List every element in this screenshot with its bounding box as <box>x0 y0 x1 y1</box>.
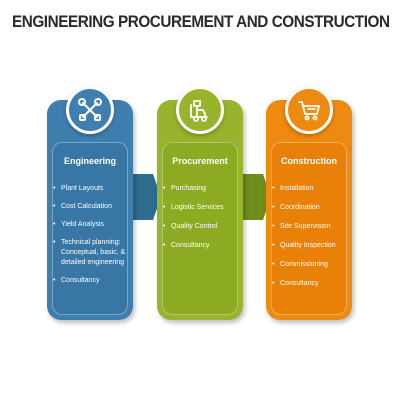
page-title: ENGINEERING PROCUREMENT AND CONSTRUCTION <box>12 12 390 31</box>
tools-icon <box>66 86 114 134</box>
stage-heading: Procurement <box>172 156 228 166</box>
list-item: Commissioning <box>272 260 348 270</box>
stage-item-list: Plant Layouts Cost Calculation Yield Ana… <box>53 184 129 294</box>
stage-item-list: Installation Coordination Site Supervisi… <box>272 184 348 298</box>
list-item: Logistic Services <box>163 203 239 213</box>
list-item: Yield Analysis <box>53 220 129 230</box>
list-item: Quality Inspection <box>272 241 348 251</box>
list-item: Plant Layouts <box>53 184 129 194</box>
stage-heading: Engineering <box>63 156 116 166</box>
list-item: Consultancy <box>272 279 348 289</box>
stage-card-engineering: Engineering Plant Layouts Cost Calculati… <box>47 86 133 320</box>
list-item: Purchasing <box>163 184 239 194</box>
connector-arrow-2 <box>241 174 271 220</box>
stage-heading: Construction <box>281 156 337 166</box>
list-item: Consultancy <box>53 276 129 286</box>
list-item: Technical planning: Conceptual, basic, &… <box>53 238 129 268</box>
list-item: Site Supervision <box>272 222 348 232</box>
stage-card-procurement: Procurement Purchasing Logistic Services… <box>157 86 243 320</box>
list-item: Coordination <box>272 203 348 213</box>
stage-item-list: Purchasing Logistic Services Quality Con… <box>163 184 239 260</box>
stage-card-construction: Construction Installation Coordination S… <box>266 86 352 320</box>
connector-arrow-1 <box>131 174 161 220</box>
forklift-icon <box>176 86 224 134</box>
list-item: Cost Calculation <box>53 202 129 212</box>
list-item: Quality Control <box>163 222 239 232</box>
list-item: Installation <box>272 184 348 194</box>
list-item: Consultancy <box>163 241 239 251</box>
cart-icon <box>285 86 333 134</box>
